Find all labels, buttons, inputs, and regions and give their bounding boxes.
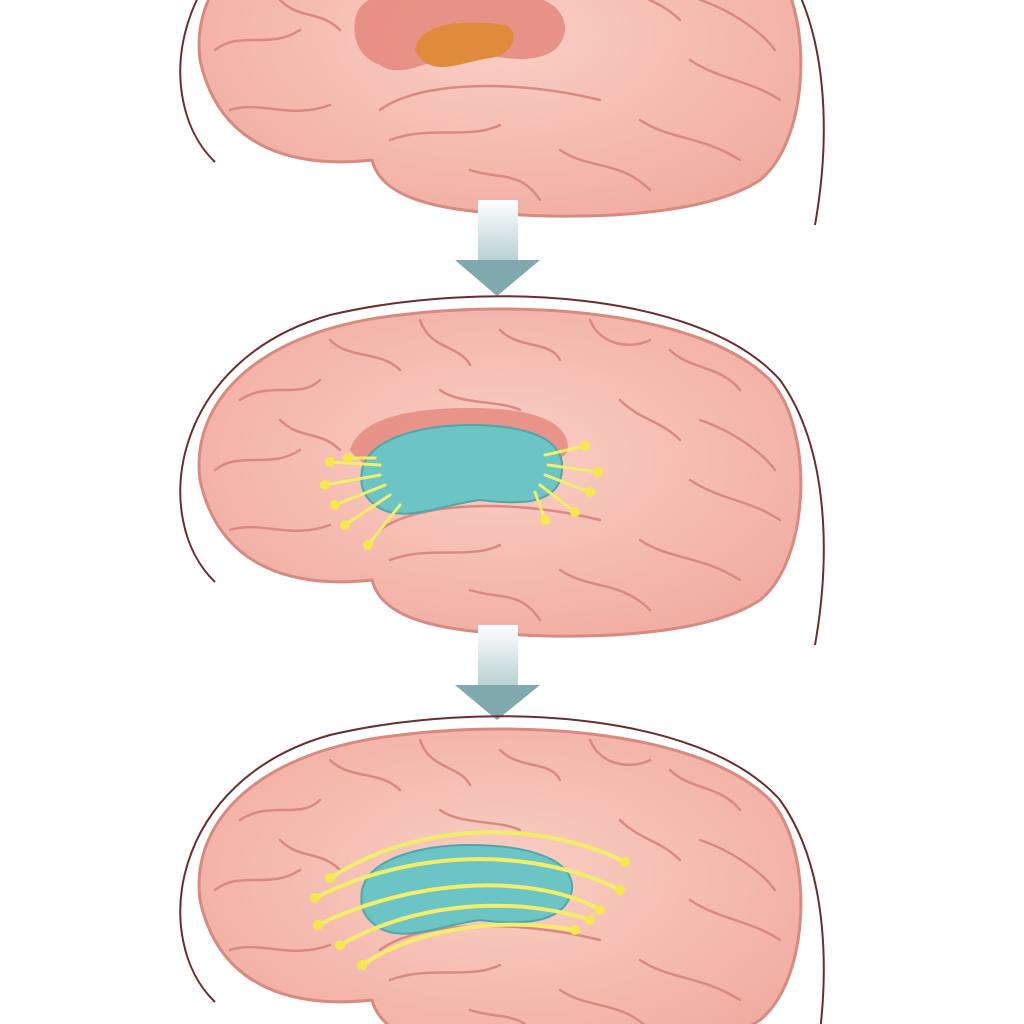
long-fibers xyxy=(313,830,627,967)
arrow-down-2 xyxy=(455,625,540,720)
brain-stage-3 xyxy=(178,714,826,1024)
teal-graft xyxy=(360,423,564,515)
brain-stage-2 xyxy=(178,294,826,647)
lesion-core xyxy=(415,22,514,68)
arrow-down-1 xyxy=(455,200,540,296)
fiber-endpoints xyxy=(320,441,603,550)
brain-stage-1 xyxy=(178,0,826,227)
short-fibers xyxy=(323,444,600,547)
fiber-endpoints xyxy=(310,857,630,970)
